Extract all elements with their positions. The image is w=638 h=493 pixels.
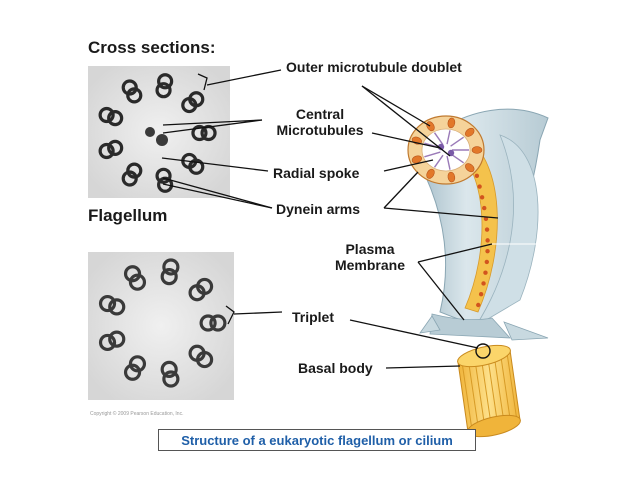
cross-section-micrograph-bottom: [88, 252, 234, 400]
central-label-line2: Microtubules: [276, 122, 364, 138]
central-microtubules-label: Central Microtubules: [268, 106, 372, 138]
plasma-membrane-label: Plasma Membrane: [328, 241, 412, 273]
basal-body-cylinder: [457, 344, 521, 438]
copyright-notice: Copyright © 2009 Pearson Education, Inc.: [90, 411, 184, 417]
radial-spoke-label: Radial spoke: [273, 165, 360, 181]
caption-text: Structure of a eukaryotic flagellum or c…: [181, 432, 453, 448]
plasma-label-line2: Membrane: [334, 257, 406, 273]
leader-lines: [161, 69, 560, 369]
dynein-arms-label: Dynein arms: [276, 201, 361, 217]
plasma-label-line1: Plasma: [345, 241, 395, 257]
outer-doublet-label: Outer microtubule doublet: [286, 59, 462, 75]
cross-sections-heading: Cross sections:: [88, 38, 216, 57]
central-label-line1: Central: [295, 106, 345, 122]
caption-box: Structure of a eukaryotic flagellum or c…: [158, 429, 476, 451]
triplet-highlight-circle: [475, 343, 491, 359]
flagellum-label: Flagellum: [88, 206, 168, 225]
triplet-label: Triplet: [292, 309, 335, 325]
cross-section-micrograph-top: [88, 66, 230, 198]
basal-body-label: Basal body: [298, 360, 373, 376]
flagellum-illustration: [407, 108, 549, 438]
